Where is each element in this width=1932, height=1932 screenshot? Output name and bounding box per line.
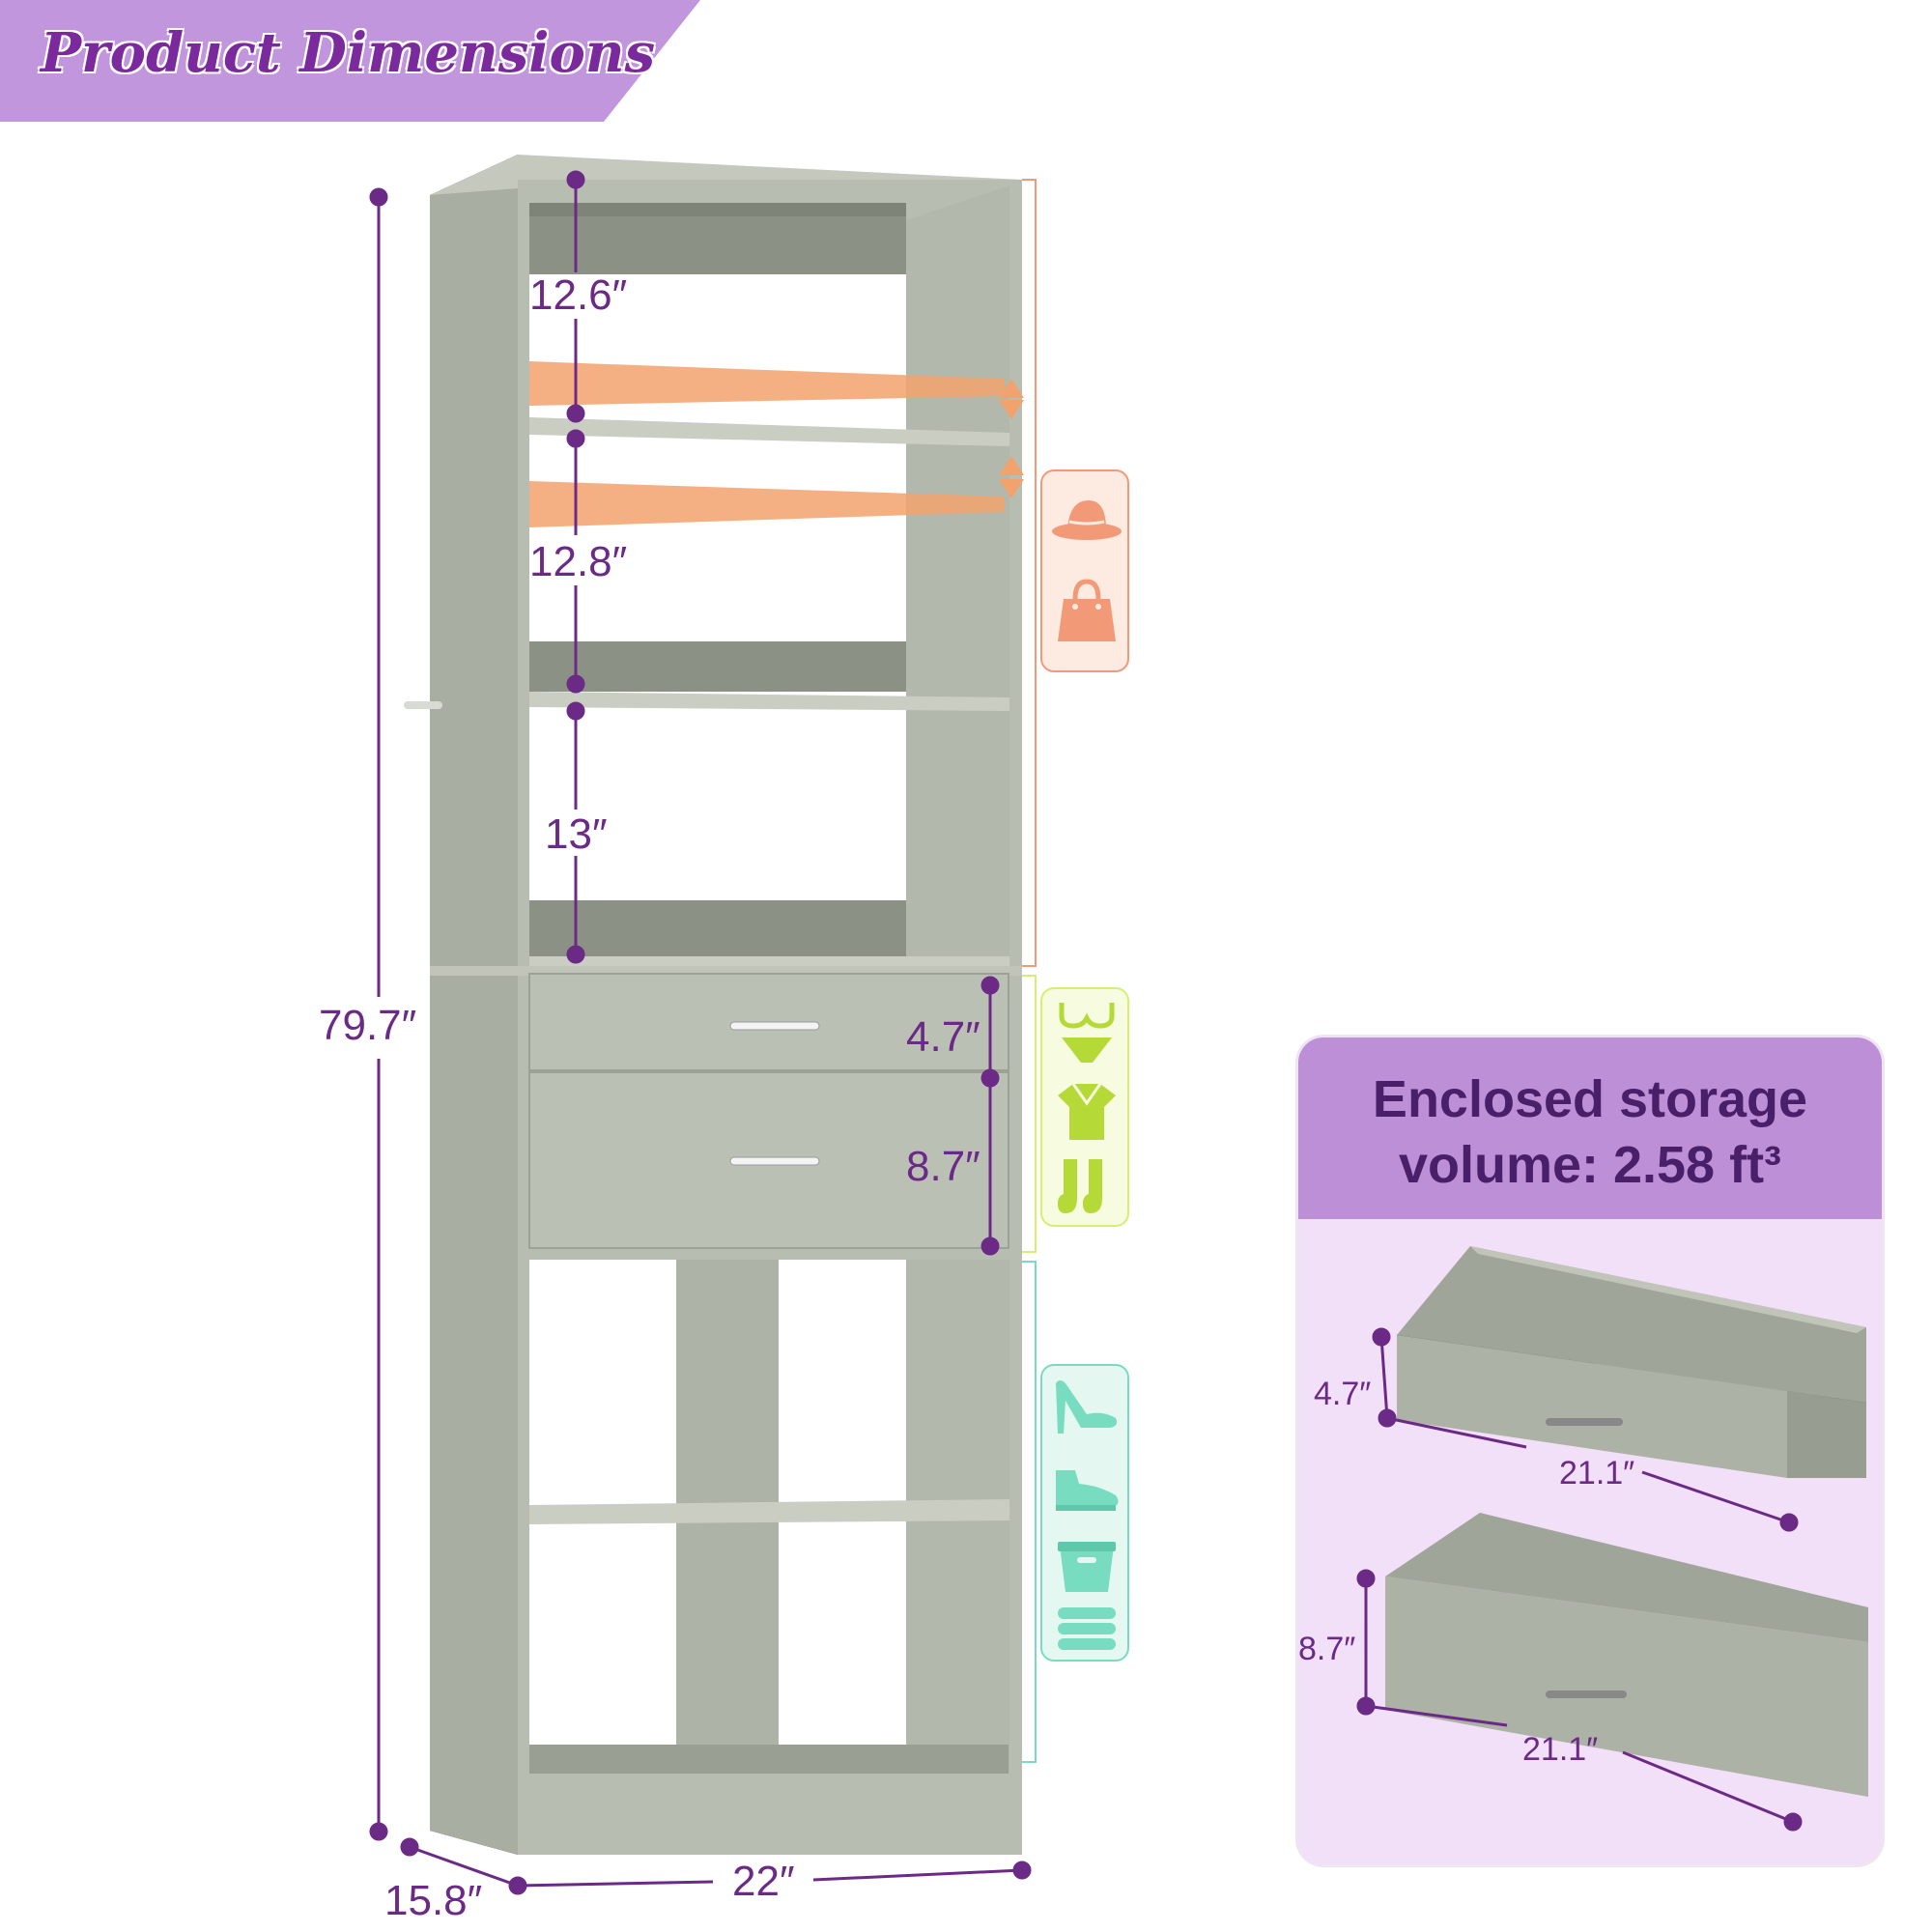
group-brackets	[1022, 179, 1037, 1763]
panel-title-line-2: volume: 2.58 ft³	[1398, 1136, 1782, 1194]
icon-group-middle	[1040, 987, 1129, 1227]
panel-title-line-1: Enclosed storage	[1372, 1070, 1808, 1128]
shoe-icon	[1056, 1470, 1119, 1511]
high-heel-icon	[1056, 1380, 1118, 1434]
shelf-1-height: 12.6″	[529, 271, 628, 319]
icon-group-bottom	[1040, 1364, 1129, 1662]
handbag-icon	[1058, 579, 1116, 641]
socks-icon	[1058, 1159, 1102, 1213]
folded-shirt-icon	[1058, 1083, 1116, 1140]
page-title: Product Dimensions	[41, 21, 656, 85]
panel-drawer-bottom-width: 21.1″	[1522, 1731, 1599, 1768]
banner-shape	[0, 0, 700, 122]
underwear-icon	[1059, 1003, 1115, 1063]
total-height: 79.7″	[319, 1002, 417, 1049]
shelf-3-height: 13″	[545, 810, 608, 858]
panel-header	[1298, 1037, 1882, 1219]
panel-title: Enclosed storage volume: 2.58 ft³	[1298, 1066, 1882, 1198]
hat-icon	[1052, 500, 1122, 540]
cabinet	[404, 155, 1024, 1855]
width-dimension: 22″	[732, 1858, 795, 1905]
dimension-lines	[369, 170, 1032, 1895]
panel-drawer-top-width: 21.1″	[1559, 1455, 1635, 1492]
header-banner: Product Dimensions	[0, 0, 715, 122]
drawer-bottom-height: 8.7″	[906, 1143, 980, 1190]
folded-towels-icon	[1058, 1607, 1116, 1650]
shelf-2-height: 12.8″	[529, 538, 628, 585]
depth-dimension: 15.8″	[384, 1877, 483, 1924]
panel-drawer-top-height: 4.7″	[1314, 1376, 1372, 1412]
icon-group-top	[1040, 469, 1129, 672]
drawer-top-height: 4.7″	[906, 1013, 980, 1061]
storage-box-icon	[1058, 1542, 1116, 1592]
panel-drawer-bottom-height: 8.7″	[1298, 1631, 1356, 1667]
